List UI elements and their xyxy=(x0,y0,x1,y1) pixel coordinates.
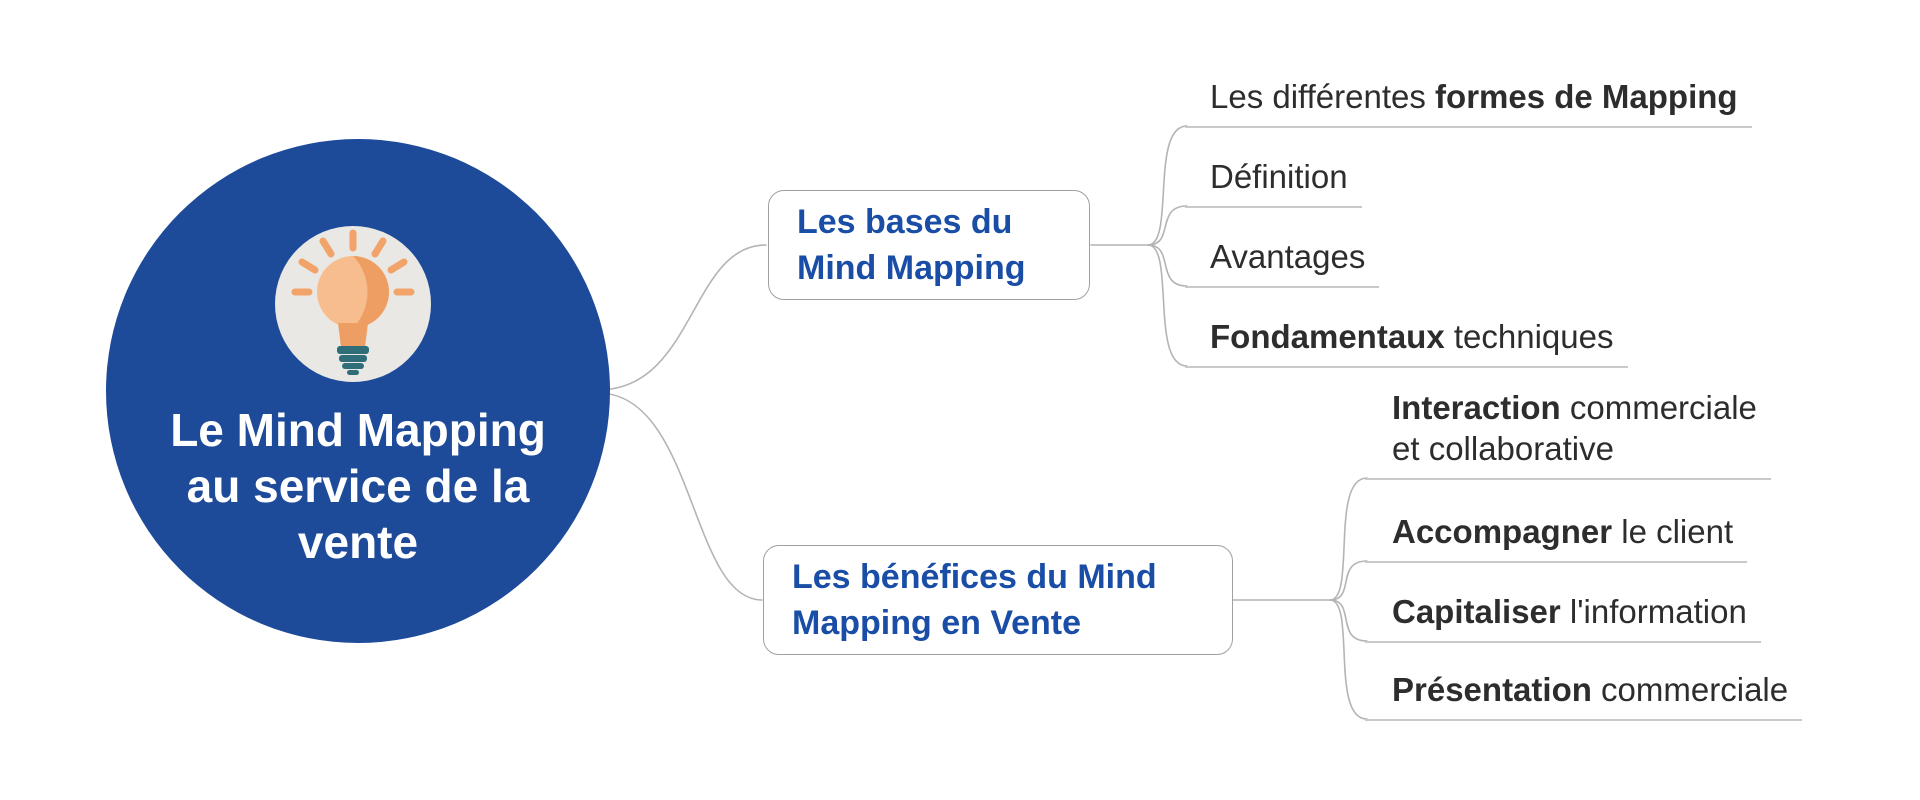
central-title-line: Le Mind Mapping xyxy=(170,404,546,456)
topic-les-benefices[interactable]: Les bénéfices du Mind Mapping en Vente xyxy=(763,545,1233,655)
connector-bases-child-1 xyxy=(1147,205,1188,246)
leaf-accompagner-le-client[interactable]: Accompagner le client xyxy=(1365,511,1748,563)
connector-bases-child-3 xyxy=(1147,244,1188,367)
connector-central-to-bases xyxy=(597,244,767,391)
leaf-text-segment: Les différentes xyxy=(1210,78,1436,115)
leaf-formes-de-mapping[interactable]: Les différentes formes de Mapping xyxy=(1185,76,1752,128)
leaf-capitaliser-information[interactable]: Capitaliser l'information xyxy=(1365,591,1761,643)
leaf-text-segment: commerciale et collaborative xyxy=(1392,389,1757,467)
leaf-text-segment: formes de Mapping xyxy=(1435,78,1738,115)
connector-bases-child-2 xyxy=(1147,244,1188,287)
leaf-text-segment: Définition xyxy=(1210,158,1348,195)
central-topic-title: Le Mind Mapping au service de la vente xyxy=(128,402,588,570)
leaf-text-segment: Capitaliser xyxy=(1392,593,1561,630)
topic-les-bases[interactable]: Les bases du Mind Mapping xyxy=(768,190,1090,300)
leaf-text-segment: Accompagner xyxy=(1392,513,1613,550)
connector-benefices-child-3 xyxy=(1329,599,1368,720)
connector-benefices-child-0 xyxy=(1329,477,1368,601)
connector-benefices-child-1 xyxy=(1329,560,1368,601)
leaf-text-segment: techniques xyxy=(1444,318,1614,355)
connector-bases-child-0 xyxy=(1147,125,1188,246)
leaf-text-segment: Interaction xyxy=(1392,389,1561,426)
leaf-definition[interactable]: Définition xyxy=(1185,156,1362,208)
leaf-text-segment: l'information xyxy=(1560,593,1747,630)
central-topic[interactable] xyxy=(106,139,610,643)
connector-benefices-child-2 xyxy=(1329,599,1368,642)
leaf-text-segment: le client xyxy=(1612,513,1734,550)
leaf-text-segment: Présentation xyxy=(1392,671,1592,708)
leaf-fondamentaux-techniques[interactable]: Fondamentaux techniques xyxy=(1185,316,1628,368)
connector-central-to-benefices xyxy=(597,392,763,601)
lightbulb-icon xyxy=(275,226,431,382)
leaf-presentation-commerciale[interactable]: Présentation commerciale xyxy=(1365,669,1803,721)
leaf-text-segment: commerciale xyxy=(1591,671,1789,708)
leaf-text-segment: Avantages xyxy=(1210,238,1366,275)
leaf-text-segment: Fondamentaux xyxy=(1210,318,1445,355)
central-title-line: au service de la xyxy=(186,460,530,512)
leaf-interaction-commerciale[interactable]: Interaction commerciale et collaborative xyxy=(1365,387,1771,480)
leaf-avantages[interactable]: Avantages xyxy=(1185,236,1380,288)
central-title-line: vente xyxy=(297,516,419,568)
